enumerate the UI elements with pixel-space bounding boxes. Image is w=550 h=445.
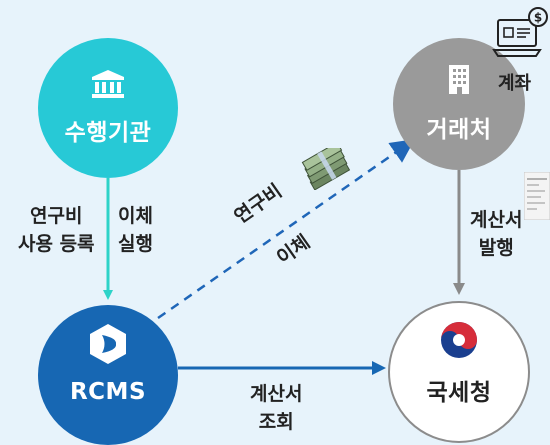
bank-icon [92, 70, 124, 98]
rcms-logo-icon [90, 324, 126, 364]
agency-label: 수행기관 [64, 120, 152, 146]
edge-label-invoice-issue-line2: 발행 [478, 237, 514, 259]
edge-label-transfer-exec: 이체 실행 [118, 202, 153, 258]
edge-label-invoice-issue: 계산서 발행 [470, 206, 522, 262]
edge-label-invoice-inquiry-line1: 계산서 [250, 383, 303, 405]
svg-text:$: $ [534, 11, 542, 25]
edge-label-invoice-issue-line1: 계산서 [470, 209, 523, 231]
laptop-payment-icon: $ [492, 7, 548, 57]
edge-label-register: 연구비 사용 등록 [18, 202, 95, 258]
flow-diagram: 수행기관 거래처 RCMS 국세청 연구비 [18, 7, 550, 445]
edge-label-register-line1: 연구비 [30, 205, 83, 227]
nts-label: 국세청 [426, 380, 492, 406]
agency-node: 수행기관 [38, 38, 178, 178]
vendor-label: 거래처 [426, 117, 492, 143]
edge-label-invoice-inquiry: 계산서 조회 [250, 380, 302, 436]
building-icon [449, 65, 469, 94]
connector-layer [103, 139, 465, 375]
rcms-label: RCMS [69, 379, 147, 405]
edge-label-transfer-exec-line1: 이체 [118, 205, 153, 227]
nts-node: 국세청 [388, 301, 530, 443]
edge-label-invoice-inquiry-line2: 조회 [258, 411, 294, 433]
edge-label-transfer-exec-line2: 실행 [118, 233, 153, 255]
money-stack-icon [301, 148, 351, 190]
rcms-node: RCMS [38, 305, 178, 445]
vendor-node: 거래처 [393, 38, 525, 170]
arrow-rcms-to-vendor-dashed [157, 139, 415, 320]
taeguk-emblem-icon [441, 322, 477, 358]
account-label: 계좌 [498, 73, 532, 94]
receipt-icon [524, 172, 550, 220]
edge-label-register-line2: 사용 등록 [18, 233, 95, 255]
